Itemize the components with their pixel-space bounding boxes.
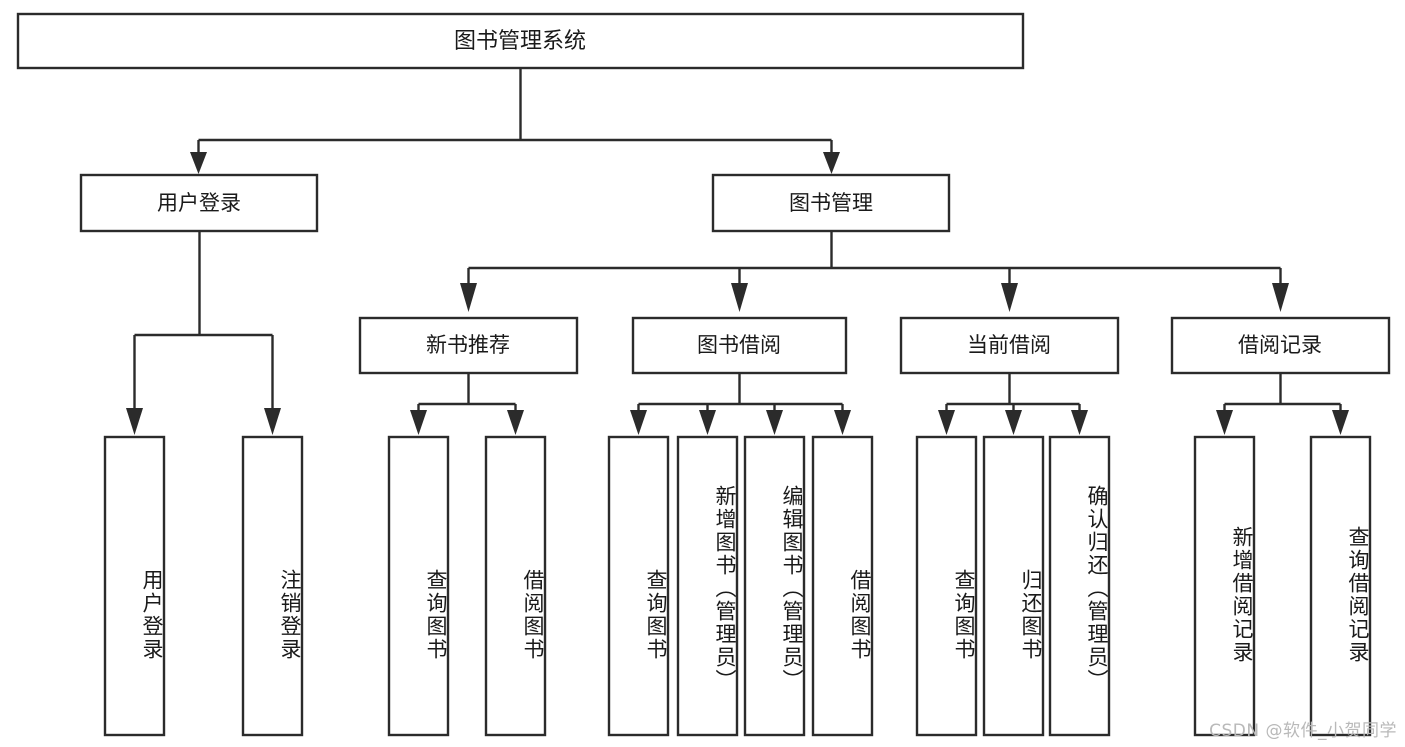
node-book-manage[interactable]: 图书管理 [711, 173, 951, 233]
node-current-borrow[interactable]: 当前借阅 [899, 316, 1120, 375]
node-root-label: 图书管理系统 [454, 29, 586, 54]
node-new-book-recommend[interactable]: 新书推荐 [358, 316, 579, 375]
arrowhead-leaf-add-record [1216, 410, 1233, 435]
leaf-box-return-book[interactable] [982, 435, 1045, 737]
arrowhead-new-book-recommend [460, 283, 477, 312]
leaf-box-edit-book[interactable] [743, 435, 806, 737]
arrowhead-leaf-query-book-2 [630, 410, 647, 435]
node-root-box[interactable] [16, 12, 1025, 70]
node-current-borrow-label: 当前借阅 [967, 333, 1051, 357]
node-book-manage-label: 图书管理 [789, 191, 873, 215]
node-borrow-record[interactable]: 借阅记录 [1170, 316, 1391, 375]
arrowhead-book-borrow [731, 283, 748, 312]
arrowhead-leaf-borrow-book-1 [507, 410, 524, 435]
leaf-box-add-book[interactable] [676, 435, 739, 737]
leaf-box-confirm-return[interactable] [1048, 435, 1111, 737]
arrowhead-to-book-manage [823, 152, 840, 174]
node-borrow-record-label: 借阅记录 [1238, 333, 1322, 357]
arrowhead-to-user-login [190, 152, 207, 174]
node-root[interactable]: 图书管理系统 [16, 12, 1025, 70]
node-book-borrow-box[interactable] [631, 316, 848, 375]
node-borrow-record-box[interactable] [1170, 316, 1391, 375]
arrowhead-leaf-borrow-book-2 [834, 410, 851, 435]
node-new-book-recommend-label: 新书推荐 [426, 333, 510, 357]
node-book-manage-box[interactable] [711, 173, 951, 233]
leaf-box-query-record[interactable] [1309, 435, 1372, 737]
node-user-login-label: 用户登录 [157, 191, 241, 215]
arrowhead-leaf-edit-book [766, 410, 783, 435]
leaf-box-borrow-book-2[interactable] [811, 435, 874, 737]
leaf-box-add-record[interactable] [1193, 435, 1256, 737]
arrowhead-borrow-record [1272, 283, 1289, 312]
leaf-box-borrow-book-1[interactable] [484, 435, 547, 737]
arrowhead-leaf-logout-login [264, 408, 281, 435]
arrowhead-leaf-query-record [1332, 410, 1349, 435]
node-new-book-recommend-box[interactable] [358, 316, 579, 375]
arrowhead-leaf-return-book [1005, 410, 1022, 435]
arrowhead-leaf-query-book-1 [410, 410, 427, 435]
arrowhead-current-borrow [1001, 283, 1018, 312]
arrowhead-leaf-query-book-3 [938, 410, 955, 435]
node-book-borrow-label: 图书借阅 [697, 333, 781, 357]
leaf-box-logout-login[interactable] [241, 435, 304, 737]
arrowhead-leaf-user-login [126, 408, 143, 435]
leaf-box-query-book-2[interactable] [607, 435, 670, 737]
leaf-box-user-login[interactable] [103, 435, 166, 737]
leaf-box-query-book-3[interactable] [915, 435, 978, 737]
csdn-watermark: CSDN @软件_小贺同学 [1209, 721, 1397, 741]
arrowhead-leaf-add-book [699, 410, 716, 435]
arrowhead-leaf-confirm-return [1071, 410, 1088, 435]
node-user-login[interactable]: 用户登录 [79, 173, 319, 233]
leaf-box-query-book-1[interactable] [387, 435, 450, 737]
node-current-borrow-box[interactable] [899, 316, 1120, 375]
node-book-borrow[interactable]: 图书借阅 [631, 316, 848, 375]
